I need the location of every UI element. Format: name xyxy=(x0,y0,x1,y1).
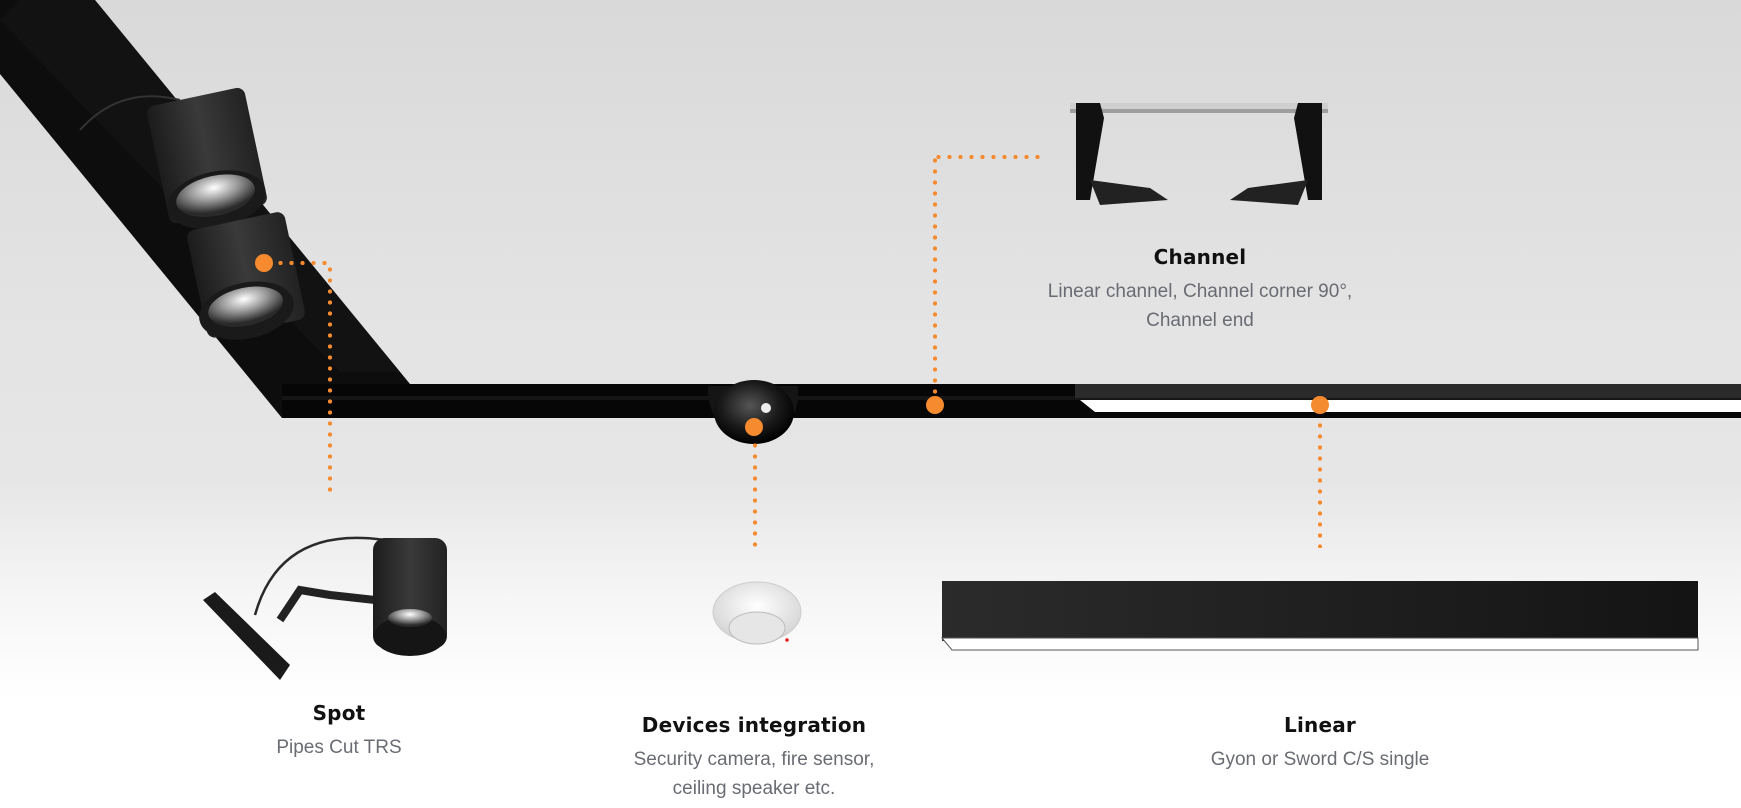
spot-title: Spot xyxy=(312,701,366,725)
devices-title: Devices integration xyxy=(641,713,867,737)
channel-marker-dot[interactable] xyxy=(926,396,944,414)
security-camera-image xyxy=(708,380,798,444)
spot-description: Pipes Cut TRS xyxy=(189,733,489,762)
linear-product-image xyxy=(940,581,1699,651)
linear-track-light xyxy=(1075,384,1741,412)
spot-connector-horizontal xyxy=(275,261,332,265)
channel-title: Channel xyxy=(1153,245,1247,269)
linear-marker-dot[interactable] xyxy=(1311,396,1329,414)
spot-description-line-1: Pipes Cut TRS xyxy=(276,737,402,758)
channel-description-line-1: Linear channel, Channel corner 90°, xyxy=(1047,281,1353,302)
devices-description-line-2: ceiling speaker etc. xyxy=(672,778,836,799)
spot-connector-vertical xyxy=(328,264,332,498)
linear-description: Gyon or Sword C/S single xyxy=(1120,745,1520,774)
linear-description-line-1: Gyon or Sword C/S single xyxy=(1210,749,1430,770)
channel-connector-vertical xyxy=(933,155,937,395)
spot-product-image xyxy=(203,536,447,680)
linear-connector-vertical xyxy=(1318,420,1322,548)
channel-description-line-2: Channel end xyxy=(1146,310,1254,331)
channel-product-image xyxy=(1070,103,1328,205)
devices-description: Security camera, fire sensor, ceiling sp… xyxy=(554,745,954,803)
channel-connector-horizontal xyxy=(933,155,1045,159)
spot-marker-dot[interactable] xyxy=(255,254,273,272)
devices-description-line-1: Security camera, fire sensor, xyxy=(633,749,875,770)
devices-connector-vertical xyxy=(753,440,757,548)
channel-description: Linear channel, Channel corner 90°, Chan… xyxy=(1000,277,1400,335)
devices-marker-dot[interactable] xyxy=(745,418,763,436)
track-spotlights xyxy=(79,87,305,340)
linear-title: Linear xyxy=(1284,713,1356,737)
fire-sensor-image xyxy=(712,581,802,645)
